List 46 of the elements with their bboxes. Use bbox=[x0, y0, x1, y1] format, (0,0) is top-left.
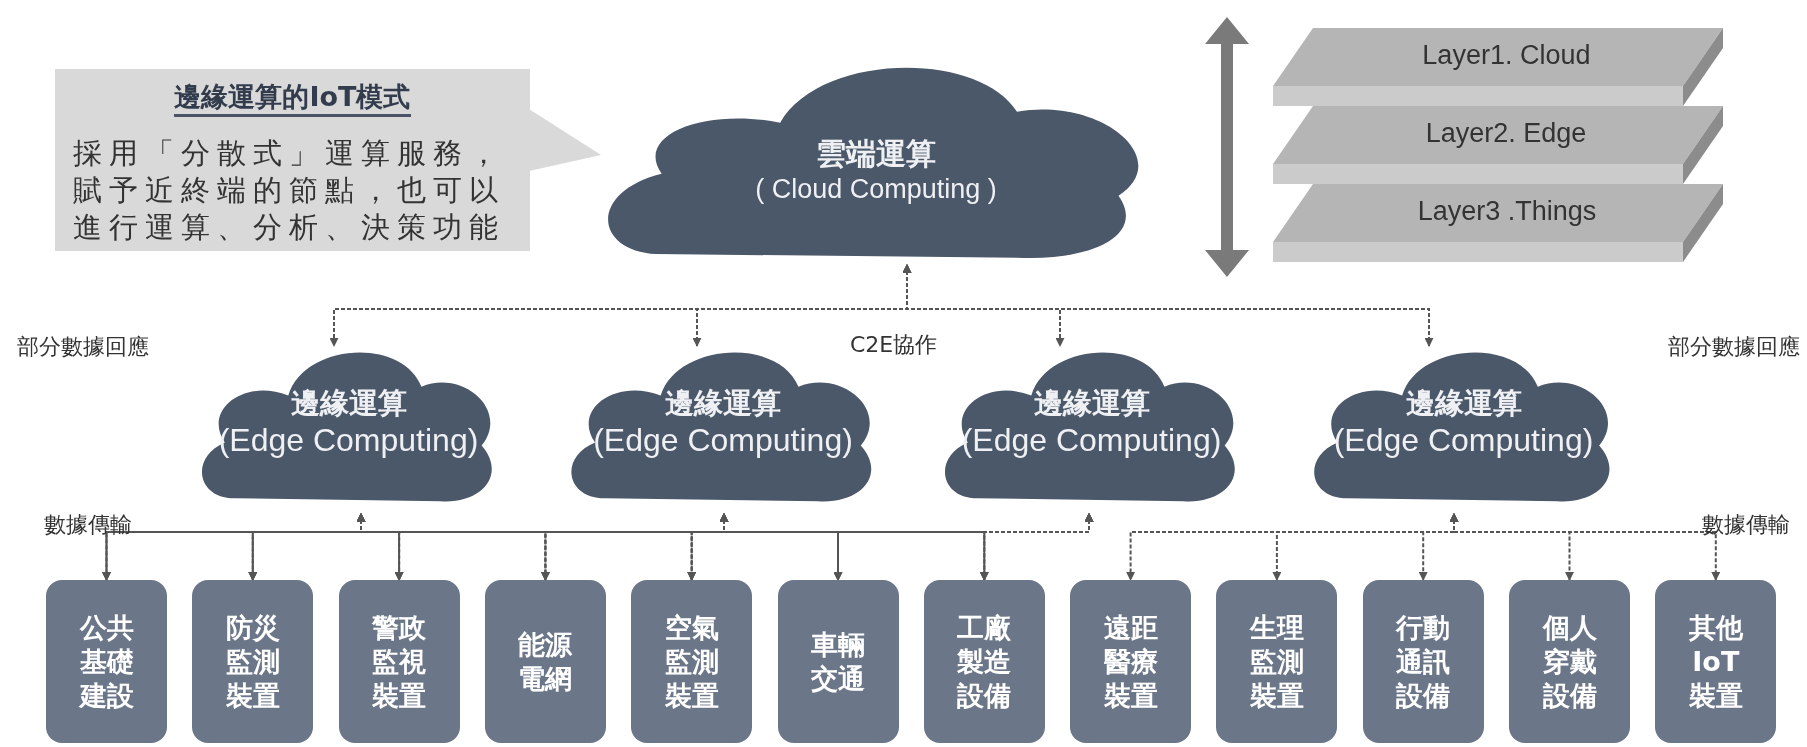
device-label: 其他IoT裝置 bbox=[1687, 610, 1744, 713]
annotation-label: 數據傳輸 bbox=[1702, 511, 1790, 539]
device-label: 個人穿戴設備 bbox=[1541, 610, 1598, 713]
cloud-label: 邊緣運算 bbox=[665, 386, 781, 421]
device-box bbox=[338, 580, 460, 743]
device-box bbox=[192, 580, 314, 743]
device-label: 行動通訊設備 bbox=[1395, 610, 1452, 713]
device-box bbox=[1070, 580, 1192, 743]
device-box bbox=[484, 580, 606, 743]
annotation-label: 數據傳輸 bbox=[44, 511, 132, 539]
device-label: 警政監視裝置 bbox=[371, 610, 428, 713]
annotation-label: 部分數據回應 bbox=[1668, 333, 1800, 361]
device-label: 防災監測裝置 bbox=[224, 610, 281, 713]
device-box bbox=[1362, 580, 1484, 743]
layer-label: Layer1. Cloud bbox=[1422, 40, 1591, 71]
layer-label: Layer3 .Things bbox=[1417, 196, 1597, 227]
device-label: 空氣監測裝置 bbox=[663, 610, 720, 713]
callout-text: 採用「分散式」運算服務，賦予近終端的節點，也可以進行運算、分析、決策功能 bbox=[73, 135, 506, 246]
connector-arrow bbox=[979, 513, 1094, 581]
layer-label: Layer2. Edge bbox=[1425, 118, 1587, 149]
device-label: 遠距醫療裝置 bbox=[1102, 610, 1159, 713]
device-box bbox=[631, 580, 753, 743]
cloud-label: ( Cloud Computing ) bbox=[755, 174, 997, 205]
device-label: 車輛交通 bbox=[810, 627, 866, 696]
device-box bbox=[46, 580, 167, 743]
cloud-label: 邊緣運算 bbox=[290, 386, 407, 421]
device-label: 工廠製造設備 bbox=[956, 610, 1013, 713]
cloud-label: 雲端運算 bbox=[816, 136, 936, 172]
cloud-label: (Edge Computing) bbox=[961, 422, 1222, 459]
connector-arrow bbox=[1449, 513, 1721, 581]
device-box bbox=[1655, 580, 1777, 743]
annotation-label: 部分數據回應 bbox=[17, 333, 149, 361]
cloud-label: (Edge Computing) bbox=[1333, 422, 1594, 459]
cloud-label: (Edge Computing) bbox=[218, 422, 479, 459]
device-box bbox=[923, 580, 1045, 743]
connector-arrow bbox=[902, 264, 1434, 347]
cloud-label: (Edge Computing) bbox=[593, 422, 853, 459]
cloud-label: 邊緣運算 bbox=[1033, 386, 1150, 421]
callout-title: 邊緣運算的IoT模式 bbox=[174, 81, 411, 117]
device-box bbox=[777, 580, 899, 743]
device-label: 公共基礎建設 bbox=[78, 610, 135, 713]
cloud-label: 邊緣運算 bbox=[1405, 386, 1522, 421]
device-box bbox=[1509, 580, 1630, 743]
device-label: 生理監測裝置 bbox=[1248, 610, 1305, 713]
device-box bbox=[1216, 580, 1338, 743]
device-label: 能源電網 bbox=[517, 627, 574, 696]
